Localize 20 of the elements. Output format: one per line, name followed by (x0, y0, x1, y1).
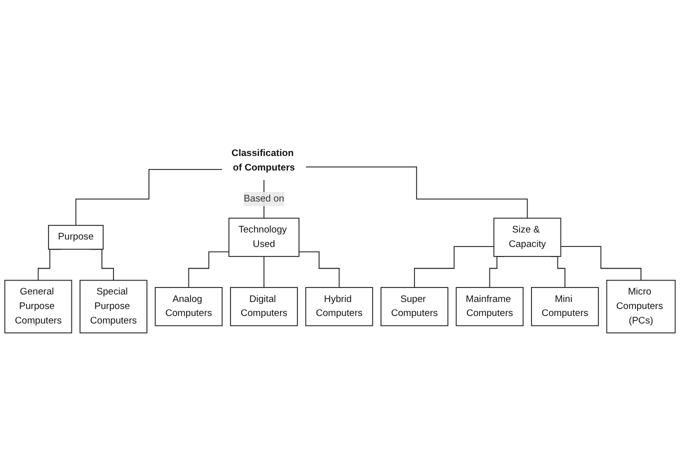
node-box: Analog Computers (154, 286, 223, 326)
node-text: Classification of Computers (232, 148, 295, 172)
node-box: Purpose (48, 224, 104, 250)
connector (560, 246, 642, 280)
node-box: Technology Used (228, 217, 300, 257)
connector (75, 168, 222, 226)
edge-label: Based on (244, 193, 284, 204)
node-box: General Purpose Computers (4, 280, 72, 333)
connector (305, 166, 528, 218)
connector (298, 251, 340, 288)
node-box: Mini Computers (531, 286, 599, 326)
node-box: Mainframe Computers (456, 286, 524, 326)
node-box: Hybrid Computers (305, 286, 374, 326)
node-box: Special Purpose Computers (80, 280, 148, 333)
connector (414, 246, 494, 288)
node-box: Micro Computers (PCs) (606, 280, 676, 333)
node-box: Super Computers (380, 286, 448, 326)
node-box: Size & Capacity (493, 217, 562, 257)
connector (188, 251, 230, 288)
node-box: Digital Computers (230, 286, 298, 326)
